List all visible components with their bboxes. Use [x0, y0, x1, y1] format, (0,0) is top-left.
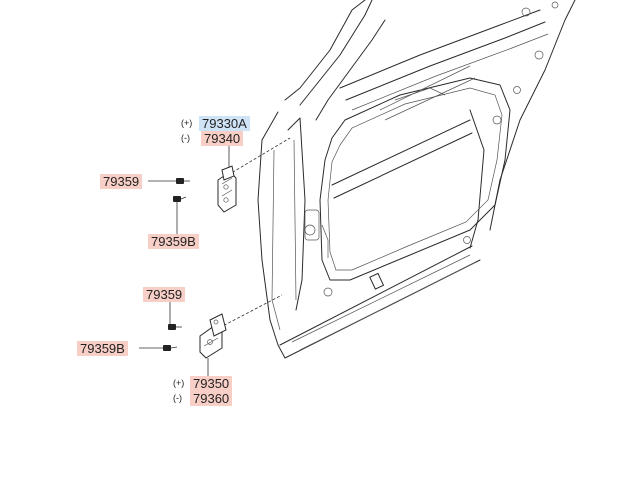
callout-79340[interactable]: 79340: [201, 131, 244, 146]
bolt-lower-1: [168, 324, 182, 330]
upper-hinge: [217, 165, 237, 213]
callout-79359-lower[interactable]: 79359: [143, 287, 186, 302]
callout-79359b-upper[interactable]: 79359B: [148, 234, 199, 249]
callout-79360[interactable]: 79360: [190, 391, 233, 406]
callout-79359b-lower[interactable]: 79359B: [77, 341, 128, 356]
callout-tag-79330a: (+): [181, 118, 193, 128]
callout-tag-79350: (+): [173, 378, 185, 388]
callout-tag-79360: (-): [173, 393, 182, 403]
bolt-upper-1: [176, 178, 190, 184]
assembly-line-lower: [214, 294, 283, 331]
bolt-upper-2: [173, 196, 187, 202]
lower-hinge: [199, 313, 227, 359]
callout-79330a[interactable]: 79330A: [199, 116, 250, 131]
callout-79359-upper[interactable]: 79359: [100, 174, 143, 189]
assembly-line-upper: [227, 137, 291, 176]
callout-tag-79340: (-): [181, 133, 190, 143]
rear-door-panel: [257, 0, 576, 359]
callout-79350[interactable]: 79350: [190, 376, 233, 391]
bolt-lower-2: [163, 345, 178, 351]
